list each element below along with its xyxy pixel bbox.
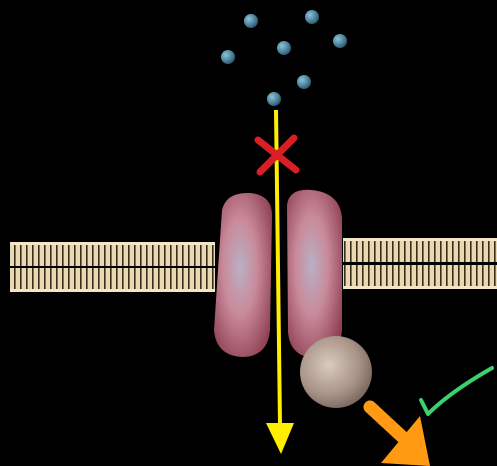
ion-particle: [277, 41, 291, 55]
ion-particle: [333, 34, 347, 48]
channel-subunit-left: [214, 193, 272, 357]
ion-particle: [244, 14, 258, 28]
ion-particle: [221, 50, 235, 64]
ion-particle: [297, 75, 311, 89]
channel-subunit-right: [287, 190, 342, 358]
ion-particle: [305, 10, 319, 24]
regulatory-subunit: [300, 336, 372, 408]
ion-particle: [267, 92, 281, 106]
